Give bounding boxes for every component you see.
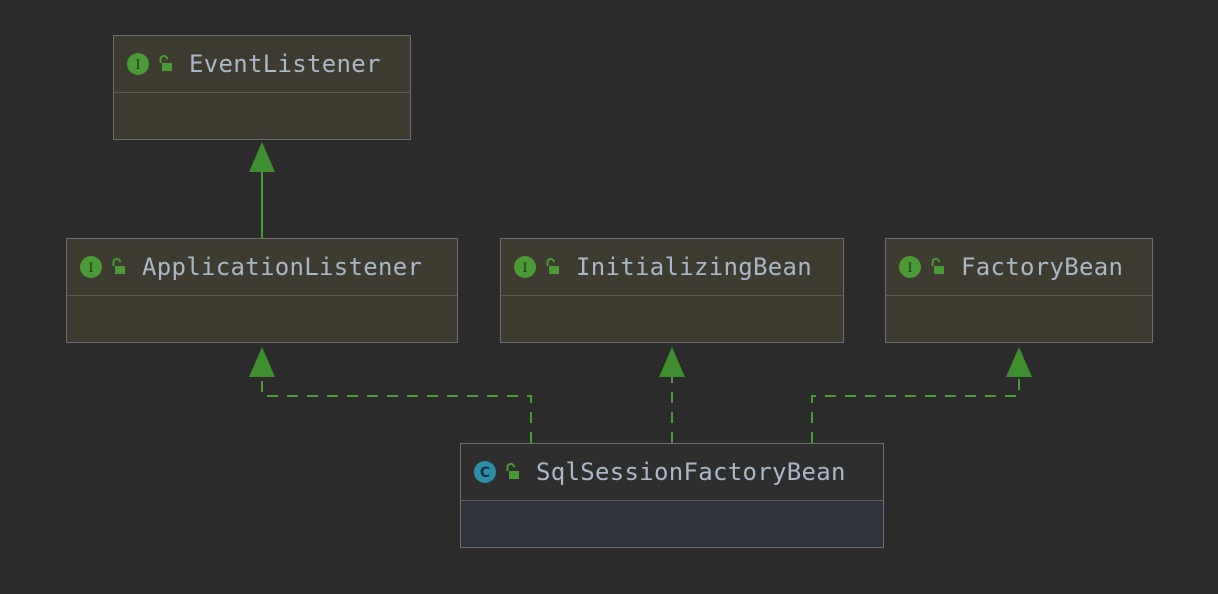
node-header: I InitializingBean	[501, 239, 843, 296]
class-icon: C	[474, 461, 496, 483]
connector-line	[811, 372, 1020, 443]
svg-text:I: I	[88, 261, 93, 276]
filled-triangle-arrowhead	[659, 347, 685, 377]
filled-triangle-arrowhead	[249, 347, 275, 377]
node-members-compartment	[501, 296, 843, 342]
unlocked-padlock-icon	[546, 257, 559, 274]
uml-node-sql-session-factory-bean[interactable]: C SqlSessionFactoryBean	[460, 443, 884, 548]
uml-node-application-listener[interactable]: I ApplicationListener	[66, 238, 458, 343]
node-members-compartment	[67, 296, 457, 342]
unlocked-padlock-icon	[159, 54, 172, 71]
connector-sql-implements-application-listener[interactable]	[249, 347, 532, 443]
unlocked-padlock-icon	[931, 257, 944, 274]
connector-line	[261, 372, 532, 443]
node-header: I FactoryBean	[886, 239, 1152, 296]
connector-sql-implements-factory-bean[interactable]	[811, 347, 1032, 443]
node-title: FactoryBean	[961, 253, 1124, 281]
uml-node-factory-bean[interactable]: I FactoryBean	[885, 238, 1153, 343]
node-header: I ApplicationListener	[67, 239, 457, 296]
node-title: SqlSessionFactoryBean	[536, 458, 846, 486]
interface-icon: I	[899, 256, 921, 278]
unlocked-padlock-icon	[112, 257, 125, 274]
unlocked-padlock-icon	[506, 462, 519, 479]
interface-icon: I	[80, 256, 102, 278]
svg-text:I: I	[135, 58, 140, 73]
svg-text:I: I	[907, 261, 912, 276]
node-title: EventListener	[189, 50, 381, 78]
interface-icon: I	[127, 53, 149, 75]
node-header: C SqlSessionFactoryBean	[461, 444, 883, 501]
connector-app-listener-extends-event-listener[interactable]	[249, 142, 275, 238]
node-header: I EventListener	[114, 36, 410, 93]
svg-text:I: I	[522, 261, 527, 276]
uml-node-event-listener[interactable]: I EventListener	[113, 35, 411, 140]
node-members-compartment	[114, 93, 410, 139]
filled-triangle-arrowhead	[249, 142, 275, 172]
node-members-compartment	[461, 501, 883, 547]
uml-node-initializing-bean[interactable]: I InitializingBean	[500, 238, 844, 343]
svg-text:C: C	[480, 465, 490, 481]
node-title: InitializingBean	[576, 253, 812, 281]
node-title: ApplicationListener	[142, 253, 423, 281]
connector-sql-implements-initializing-bean[interactable]	[659, 347, 685, 443]
node-members-compartment	[886, 296, 1152, 342]
filled-triangle-arrowhead	[1006, 347, 1032, 377]
interface-icon: I	[514, 256, 536, 278]
